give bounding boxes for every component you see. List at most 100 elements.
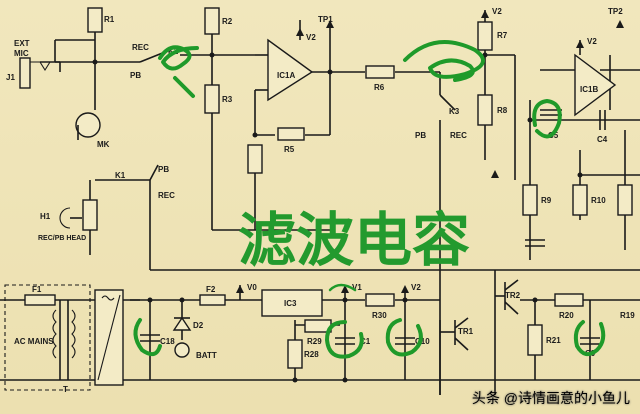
resistor-r1: [87, 7, 103, 33]
ic1b-opamp: [574, 53, 617, 117]
resistor-r5: [277, 127, 305, 141]
resistor-r10: [572, 184, 588, 216]
handwritten-note: 滤波电容: [238, 206, 470, 274]
circle-c18: [133, 318, 162, 357]
label-d2: D2: [193, 321, 204, 330]
label-tp2: TP2: [608, 7, 623, 16]
rec-pb-head-symbol: [59, 207, 71, 229]
resistor-r20: [554, 293, 584, 307]
circle-c1: [325, 320, 364, 359]
resistor-r6: [365, 65, 395, 79]
label-r2: R2: [222, 17, 233, 26]
resistor-r8: [477, 94, 493, 126]
label-rec-pb-head: REC/PB HEAD: [38, 235, 86, 242]
label-c10: C10: [415, 337, 430, 346]
capacitor-c9: [580, 337, 600, 345]
components: [4, 7, 633, 391]
label-r20: R20: [559, 311, 574, 320]
battery-terminal: [174, 342, 190, 358]
label-t: T: [63, 385, 68, 394]
jack-j1: [19, 57, 31, 89]
label-ic3: IC3: [284, 299, 297, 308]
label-v2-d: V2: [411, 283, 421, 292]
label-mk: MK: [97, 140, 110, 149]
label-r21: R21: [546, 336, 561, 345]
label-h1: H1: [40, 212, 51, 221]
label-v2-b: V2: [492, 7, 502, 16]
resistor-r7: [477, 21, 493, 51]
diode-d2: [172, 316, 192, 331]
label-r30: R30: [372, 311, 387, 320]
label-rec-2: REC: [158, 191, 175, 200]
supply-arrows: [236, 10, 624, 293]
capacitor-c10: [395, 337, 415, 345]
ic1a-opamp: [267, 38, 314, 102]
label-rec-1: REC: [132, 43, 149, 52]
resistor-r21: [527, 324, 543, 356]
label-tr1: TR1: [458, 327, 474, 336]
resistor-r-mid: [247, 144, 263, 174]
fuse-f2: [199, 294, 226, 306]
label-c1: C1: [360, 337, 371, 346]
label-r3: R3: [222, 95, 233, 104]
swirl-k3: [403, 40, 485, 82]
label-r5: R5: [284, 145, 295, 154]
label-r6: R6: [374, 83, 385, 92]
label-pb-2: PB: [158, 165, 169, 174]
label-f1: F1: [32, 285, 42, 294]
label-pb-3: PB: [415, 131, 426, 140]
resistor-r28: [287, 339, 303, 369]
microphone-mk: [75, 112, 101, 138]
watermark: 头条 @诗情画意的小鱼儿: [471, 390, 630, 406]
label-v0: V0: [247, 283, 257, 292]
ic3-regulator: [261, 289, 323, 317]
component-labels: R1 R2 R3 R5 R6 R7 R8 R9 R10 R20 R21 R19 …: [6, 7, 635, 394]
label-rec-3: REC: [450, 131, 467, 140]
label-r7: R7: [497, 31, 508, 40]
label-ext: EXT: [14, 39, 30, 48]
label-k3: K3: [449, 107, 460, 116]
circle-c10: [385, 318, 423, 357]
resistor-r3: [204, 84, 220, 114]
label-f2: F2: [206, 285, 216, 294]
transformer-primary: [52, 309, 57, 359]
label-j1: J1: [6, 73, 15, 82]
label-c4: C4: [597, 135, 608, 144]
resistor-r9: [522, 184, 538, 216]
resistor-r30: [365, 293, 395, 307]
label-r19: R19: [620, 311, 635, 320]
label-c18: C18: [160, 337, 175, 346]
circle-c9: [573, 320, 606, 357]
label-k1: K1: [115, 171, 126, 180]
capacitor-c18: [140, 334, 160, 342]
capacitor-c1: [335, 337, 355, 345]
capacitor-c4: [599, 110, 606, 130]
fuse-f1: [24, 294, 56, 306]
label-r9: R9: [541, 196, 552, 205]
label-r28: R28: [304, 350, 319, 359]
label-r10: R10: [591, 196, 606, 205]
resistor-r2: [204, 7, 220, 35]
capacitor-mid: [525, 239, 545, 247]
label-v2-c: V2: [587, 37, 597, 46]
transistor-tr2: [495, 279, 519, 315]
label-r8: R8: [497, 106, 508, 115]
label-ic1a: IC1A: [277, 71, 295, 80]
label-r29: R29: [307, 337, 322, 346]
transistor-tr1: [440, 317, 469, 351]
transformer-box: [4, 284, 91, 391]
label-tr2: TR2: [505, 291, 521, 300]
label-tp1: TP1: [318, 15, 333, 24]
scribble-k2: [158, 45, 199, 98]
label-pb-1: PB: [130, 71, 141, 80]
label-ic1b: IC1B: [580, 85, 598, 94]
label-ac-mains: AC MAINS: [14, 337, 54, 346]
resistor-r19-top: [617, 184, 633, 216]
label-batt: BATT: [196, 351, 217, 360]
transformer-secondary: [71, 309, 76, 359]
label-r1: R1: [104, 15, 115, 24]
resistor-h1: [82, 199, 98, 231]
label-v2-a: V2: [306, 33, 316, 42]
